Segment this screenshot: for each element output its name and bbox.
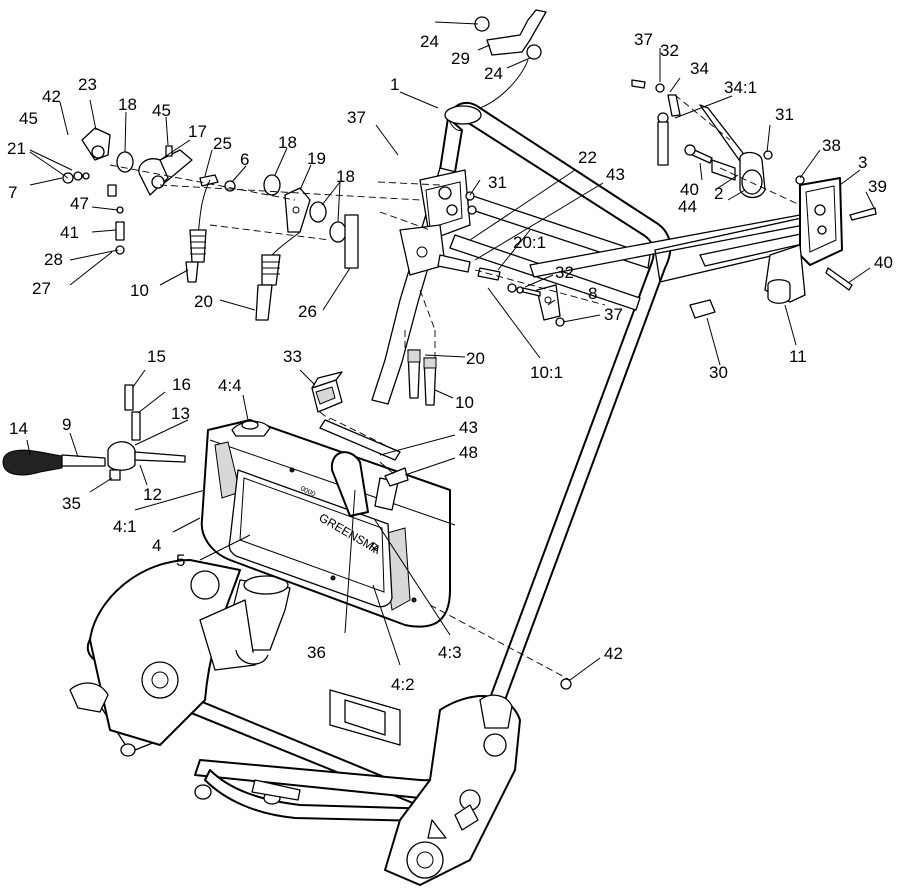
callout-4: 4 xyxy=(152,536,161,555)
grip-assembly xyxy=(2,384,186,481)
callout-10-b: 10 xyxy=(455,393,474,412)
callout-20-1: 20:1 xyxy=(513,233,546,252)
callout-19: 19 xyxy=(307,149,326,168)
callout-39: 39 xyxy=(868,177,887,196)
center-brackets xyxy=(377,169,606,406)
callout-27: 27 xyxy=(32,279,51,298)
callout-6: 6 xyxy=(240,150,249,169)
callout-47: 47 xyxy=(70,194,89,213)
callout-7: 7 xyxy=(8,183,17,202)
callout-42-a: 42 xyxy=(42,87,61,106)
callout-42-b: 42 xyxy=(604,644,623,663)
left-control-assembly xyxy=(62,127,421,321)
callout-20-a: 20 xyxy=(194,292,213,311)
callout-31-b: 31 xyxy=(775,105,794,124)
callout-5: 5 xyxy=(176,551,185,570)
callout-12: 12 xyxy=(143,485,162,504)
callout-9: 9 xyxy=(62,415,71,434)
callout-37-a: 37 xyxy=(347,108,366,127)
callout-43-a: 43 xyxy=(606,165,625,184)
callout-40-a: 40 xyxy=(680,180,699,199)
assembly-lines xyxy=(319,411,571,681)
top-linkage xyxy=(474,9,547,109)
callout-14: 14 xyxy=(9,419,28,438)
callout-45-a: 45 xyxy=(19,109,38,128)
lower-frame xyxy=(69,559,521,886)
switch-33 xyxy=(311,371,343,413)
callout-37-b: 37 xyxy=(634,30,653,49)
callout-26: 26 xyxy=(298,302,317,321)
callout-38: 38 xyxy=(822,136,841,155)
callout-leaders xyxy=(26,21,876,681)
callout-44: 44 xyxy=(678,197,697,216)
callout-18-c: 18 xyxy=(336,167,355,186)
callout-4-1: 4:1 xyxy=(113,517,137,536)
callout-36: 36 xyxy=(307,643,326,662)
callout-22: 22 xyxy=(578,148,597,167)
callout-24-a: 24 xyxy=(420,32,439,51)
callout-3: 3 xyxy=(858,153,867,172)
callout-43-b: 43 xyxy=(459,418,478,437)
callout-13: 13 xyxy=(171,404,190,423)
callout-30: 30 xyxy=(709,363,728,382)
callout-18-a: 18 xyxy=(118,95,137,114)
callout-4-3: 4:3 xyxy=(438,643,462,662)
callout-29: 29 xyxy=(451,49,470,68)
callout-25: 25 xyxy=(213,134,232,153)
callout-40-b: 40 xyxy=(874,253,893,272)
callout-35: 35 xyxy=(62,494,81,513)
callout-24-b: 24 xyxy=(484,64,503,83)
callout-37-c: 37 xyxy=(604,305,623,324)
callout-34: 34 xyxy=(690,59,709,78)
callout-32-b: 32 xyxy=(555,263,574,282)
callout-48: 48 xyxy=(459,443,478,462)
callout-2: 2 xyxy=(714,184,723,203)
nut-42 xyxy=(560,678,572,690)
callout-34-1: 34:1 xyxy=(724,78,757,97)
callout-28: 28 xyxy=(44,250,63,269)
callout-labels: 1 2 3 4 4:1 4:2 4:3 4:4 5 6 7 8 9 10 10 … xyxy=(7,30,893,694)
callout-20-b: 20 xyxy=(466,349,485,368)
callout-4-4: 4:4 xyxy=(218,376,242,395)
callout-10-1: 10:1 xyxy=(530,363,563,382)
callout-31-a: 31 xyxy=(488,173,507,192)
callout-11: 11 xyxy=(789,347,807,366)
callout-15: 15 xyxy=(147,347,166,366)
callout-45-b: 45 xyxy=(152,101,171,120)
callout-32-a: 32 xyxy=(660,41,679,60)
callout-41: 41 xyxy=(60,223,79,242)
callout-1: 1 xyxy=(390,75,399,94)
callout-23: 23 xyxy=(78,75,97,94)
right-upper-assembly xyxy=(631,79,877,319)
callout-33: 33 xyxy=(283,347,302,366)
callout-8: 8 xyxy=(588,284,597,303)
control-box: GREENSMA R 0000 xyxy=(200,419,456,628)
callout-16: 16 xyxy=(172,375,191,394)
callout-4-2: 4:2 xyxy=(391,675,415,694)
callout-17: 17 xyxy=(188,122,207,141)
callout-18-b: 18 xyxy=(278,133,297,152)
callout-10-a: 10 xyxy=(130,281,149,300)
callout-21: 21 xyxy=(7,139,26,158)
